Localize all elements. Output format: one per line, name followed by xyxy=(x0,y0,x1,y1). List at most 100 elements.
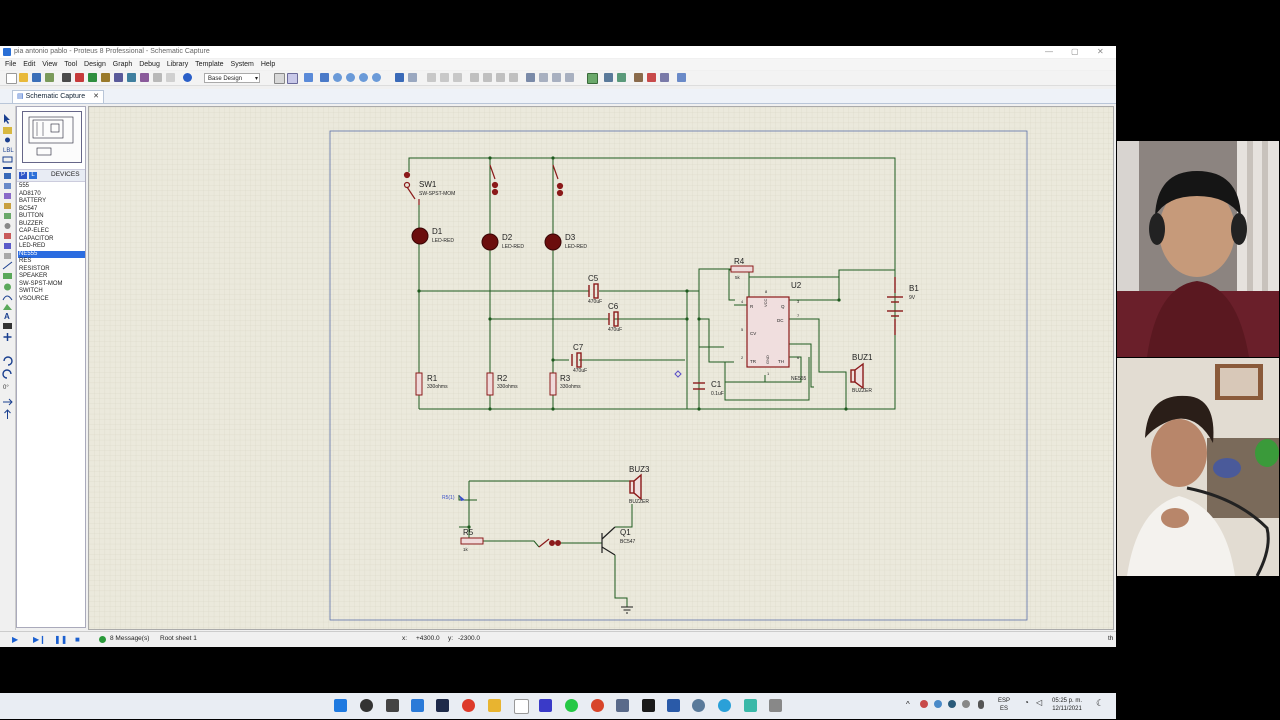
grid-icon[interactable] xyxy=(287,73,298,84)
tray-app3-icon[interactable] xyxy=(948,700,956,708)
stop-icon[interactable]: ■ xyxy=(75,635,80,644)
minimize-icon[interactable]: — xyxy=(1045,47,1053,56)
menu-help[interactable]: Help xyxy=(260,61,276,68)
cut-icon[interactable] xyxy=(427,73,436,82)
exit-sheet-icon[interactable] xyxy=(660,73,669,82)
app3-icon[interactable] xyxy=(769,699,782,712)
list-item[interactable]: RESISTOR xyxy=(19,265,50,272)
list-item[interactable]: RES xyxy=(19,258,32,264)
word-icon[interactable] xyxy=(667,699,680,712)
zoom-in-icon[interactable] xyxy=(333,73,342,82)
mail-icon[interactable] xyxy=(436,699,449,712)
start-icon[interactable] xyxy=(334,699,347,712)
menu-view[interactable]: View xyxy=(42,61,58,68)
menu-graph[interactable]: Graph xyxy=(112,61,133,68)
wire-autorouter-icon[interactable] xyxy=(587,73,598,84)
proteus-taskbar-icon[interactable] xyxy=(539,699,552,712)
vsm-icon[interactable] xyxy=(140,73,149,82)
new-icon[interactable] xyxy=(6,73,17,84)
tray-app2-icon[interactable] xyxy=(934,700,942,708)
overview-preview[interactable] xyxy=(22,111,82,163)
bom-icon[interactable] xyxy=(127,73,136,82)
library-manager-button[interactable]: L xyxy=(29,172,37,179)
settings-icon[interactable] xyxy=(692,699,705,712)
pan-icon[interactable] xyxy=(320,73,329,82)
microphone-icon[interactable] xyxy=(978,700,984,709)
list-item[interactable]: BUZZER xyxy=(19,220,43,227)
gerber-icon[interactable] xyxy=(101,73,110,82)
decompose-icon[interactable] xyxy=(565,73,574,82)
telegram-icon[interactable] xyxy=(718,699,731,712)
task-view-icon[interactable] xyxy=(386,699,399,712)
netlist-icon[interactable] xyxy=(677,73,686,82)
code-icon[interactable] xyxy=(166,73,175,82)
open-icon[interactable] xyxy=(19,73,28,82)
block-move-icon[interactable] xyxy=(483,73,492,82)
tray-app-icon[interactable] xyxy=(920,700,928,708)
list-item[interactable]: BC547 xyxy=(19,205,38,212)
list-item[interactable]: VSOURCE xyxy=(19,295,49,302)
copy-icon[interactable] xyxy=(440,73,449,82)
block-rotate-icon[interactable] xyxy=(496,73,505,82)
close-tab-icon[interactable]: ✕ xyxy=(93,93,99,100)
app-icon[interactable] xyxy=(616,699,629,712)
wifi-icon[interactable]: ◔ xyxy=(1024,698,1029,707)
menu-template[interactable]: Template xyxy=(195,61,224,68)
undo-icon[interactable] xyxy=(395,73,404,82)
step-icon[interactable]: ▶❙ xyxy=(33,635,46,644)
notes-icon[interactable] xyxy=(153,73,162,82)
property-tool-icon[interactable] xyxy=(617,73,626,82)
file-explorer-icon[interactable] xyxy=(488,699,501,712)
list-item[interactable]: CAP-ELEC xyxy=(19,228,50,234)
packaging-icon[interactable] xyxy=(552,73,561,82)
play-icon[interactable]: ▶ xyxy=(12,635,19,644)
menu-tool[interactable]: Tool xyxy=(64,61,78,68)
terminal-icon[interactable] xyxy=(642,699,655,712)
search-icon[interactable] xyxy=(360,699,373,712)
save-all-icon[interactable] xyxy=(45,73,54,82)
list-item-selected[interactable]: NE555 xyxy=(18,250,85,258)
list-item[interactable]: BATTERY xyxy=(19,198,47,204)
list-item[interactable]: CAPACITOR xyxy=(19,235,54,242)
list-item[interactable]: SPEAKER xyxy=(19,273,48,279)
list-item[interactable]: 555 xyxy=(19,183,30,189)
list-item[interactable]: SW-SPST-MOM xyxy=(19,280,63,287)
redo-icon[interactable] xyxy=(408,73,417,82)
chevron-up-icon[interactable]: ^ xyxy=(906,700,910,709)
paste-icon[interactable] xyxy=(453,73,462,82)
zoom-all-icon[interactable] xyxy=(359,73,368,82)
origin-icon[interactable] xyxy=(304,73,313,82)
save-icon[interactable] xyxy=(32,73,41,82)
menu-system[interactable]: System xyxy=(230,61,254,68)
schematic-icon[interactable] xyxy=(75,73,84,82)
zoom-area-icon[interactable] xyxy=(372,73,381,82)
schematic-canvas[interactable]: SW1 SW-SPST-MOM D1 LED-RED D2 LED-RED D3… xyxy=(88,106,1114,630)
menu-file[interactable]: File xyxy=(5,61,17,68)
refresh-icon[interactable] xyxy=(274,73,285,84)
block-delete-icon[interactable] xyxy=(509,73,518,82)
schematic-drawing[interactable]: SW1 SW-SPST-MOM D1 LED-RED D2 LED-RED D3… xyxy=(89,107,1113,629)
search-tag-icon[interactable] xyxy=(604,73,613,82)
pick-device-button[interactable]: P xyxy=(19,172,27,179)
list-item[interactable]: LED-RED xyxy=(19,243,46,249)
app2-icon[interactable] xyxy=(744,699,757,712)
notification-icon[interactable]: ☾ xyxy=(1096,698,1105,708)
widgets-icon[interactable] xyxy=(411,699,424,712)
close-icon[interactable]: ✕ xyxy=(1097,47,1104,56)
mode-tool-icons[interactable]: LBL A 0° xyxy=(0,106,15,436)
home-icon[interactable] xyxy=(62,73,71,82)
menu-design[interactable]: Design xyxy=(84,61,106,68)
3d-icon[interactable] xyxy=(114,73,123,82)
pause-icon[interactable]: ❚❚ xyxy=(54,635,68,644)
zoom-out-icon[interactable] xyxy=(346,73,355,82)
list-item[interactable]: BUTTON xyxy=(19,213,44,219)
design-combo[interactable]: Base Design▾ xyxy=(204,73,260,83)
make-device-icon[interactable] xyxy=(539,73,548,82)
remove-sheet-icon[interactable] xyxy=(647,73,656,82)
menu-debug[interactable]: Debug xyxy=(139,61,160,68)
document-icon[interactable] xyxy=(514,699,529,714)
help-icon[interactable] xyxy=(183,73,192,82)
tray-app4-icon[interactable] xyxy=(962,700,970,708)
chrome-icon[interactable] xyxy=(462,699,475,712)
